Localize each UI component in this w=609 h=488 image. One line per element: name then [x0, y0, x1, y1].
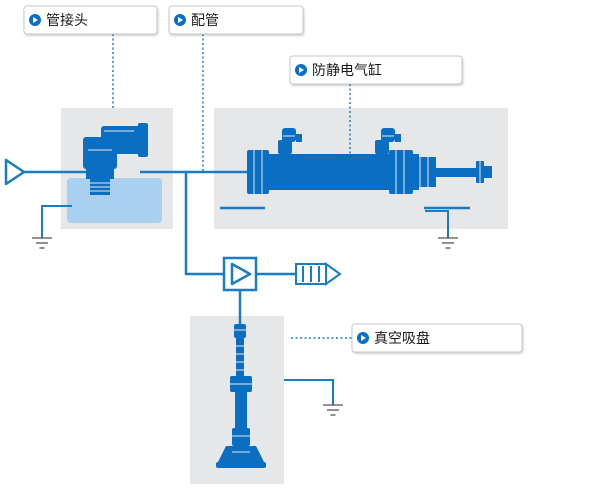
label-vacuum-cup[interactable]: 真空吸盘 — [351, 323, 523, 353]
elbow-fitting-icon — [83, 123, 148, 195]
liquid-area — [67, 178, 162, 223]
piping-line — [140, 170, 224, 276]
silencer-icon — [295, 262, 342, 286]
triangle-source-icon — [4, 158, 26, 186]
label-vacuum-cup-text: 真空吸盘 — [374, 330, 430, 347]
fitting-ground-wire — [41, 205, 72, 238]
cup-ground-wire — [284, 379, 334, 405]
label-fitting[interactable]: 管接头 — [23, 5, 158, 35]
ground-symbol-icon — [32, 237, 52, 249]
ground-symbol-icon — [438, 237, 458, 249]
label-cylinder[interactable]: 防静电气缸 — [289, 55, 463, 85]
label-fitting-text: 管接头 — [46, 12, 88, 29]
label-cylinder-text: 防静电气缸 — [312, 62, 382, 79]
label-piping-text: 配管 — [191, 13, 219, 29]
vacuum-cup-icon — [216, 324, 266, 468]
ground-symbol-icon — [323, 404, 343, 416]
ejector-icon — [222, 256, 258, 292]
cylinder-ground-wire — [425, 210, 449, 238]
label-piping[interactable]: 配管 — [168, 5, 304, 35]
cylinder-icon — [247, 128, 492, 194]
